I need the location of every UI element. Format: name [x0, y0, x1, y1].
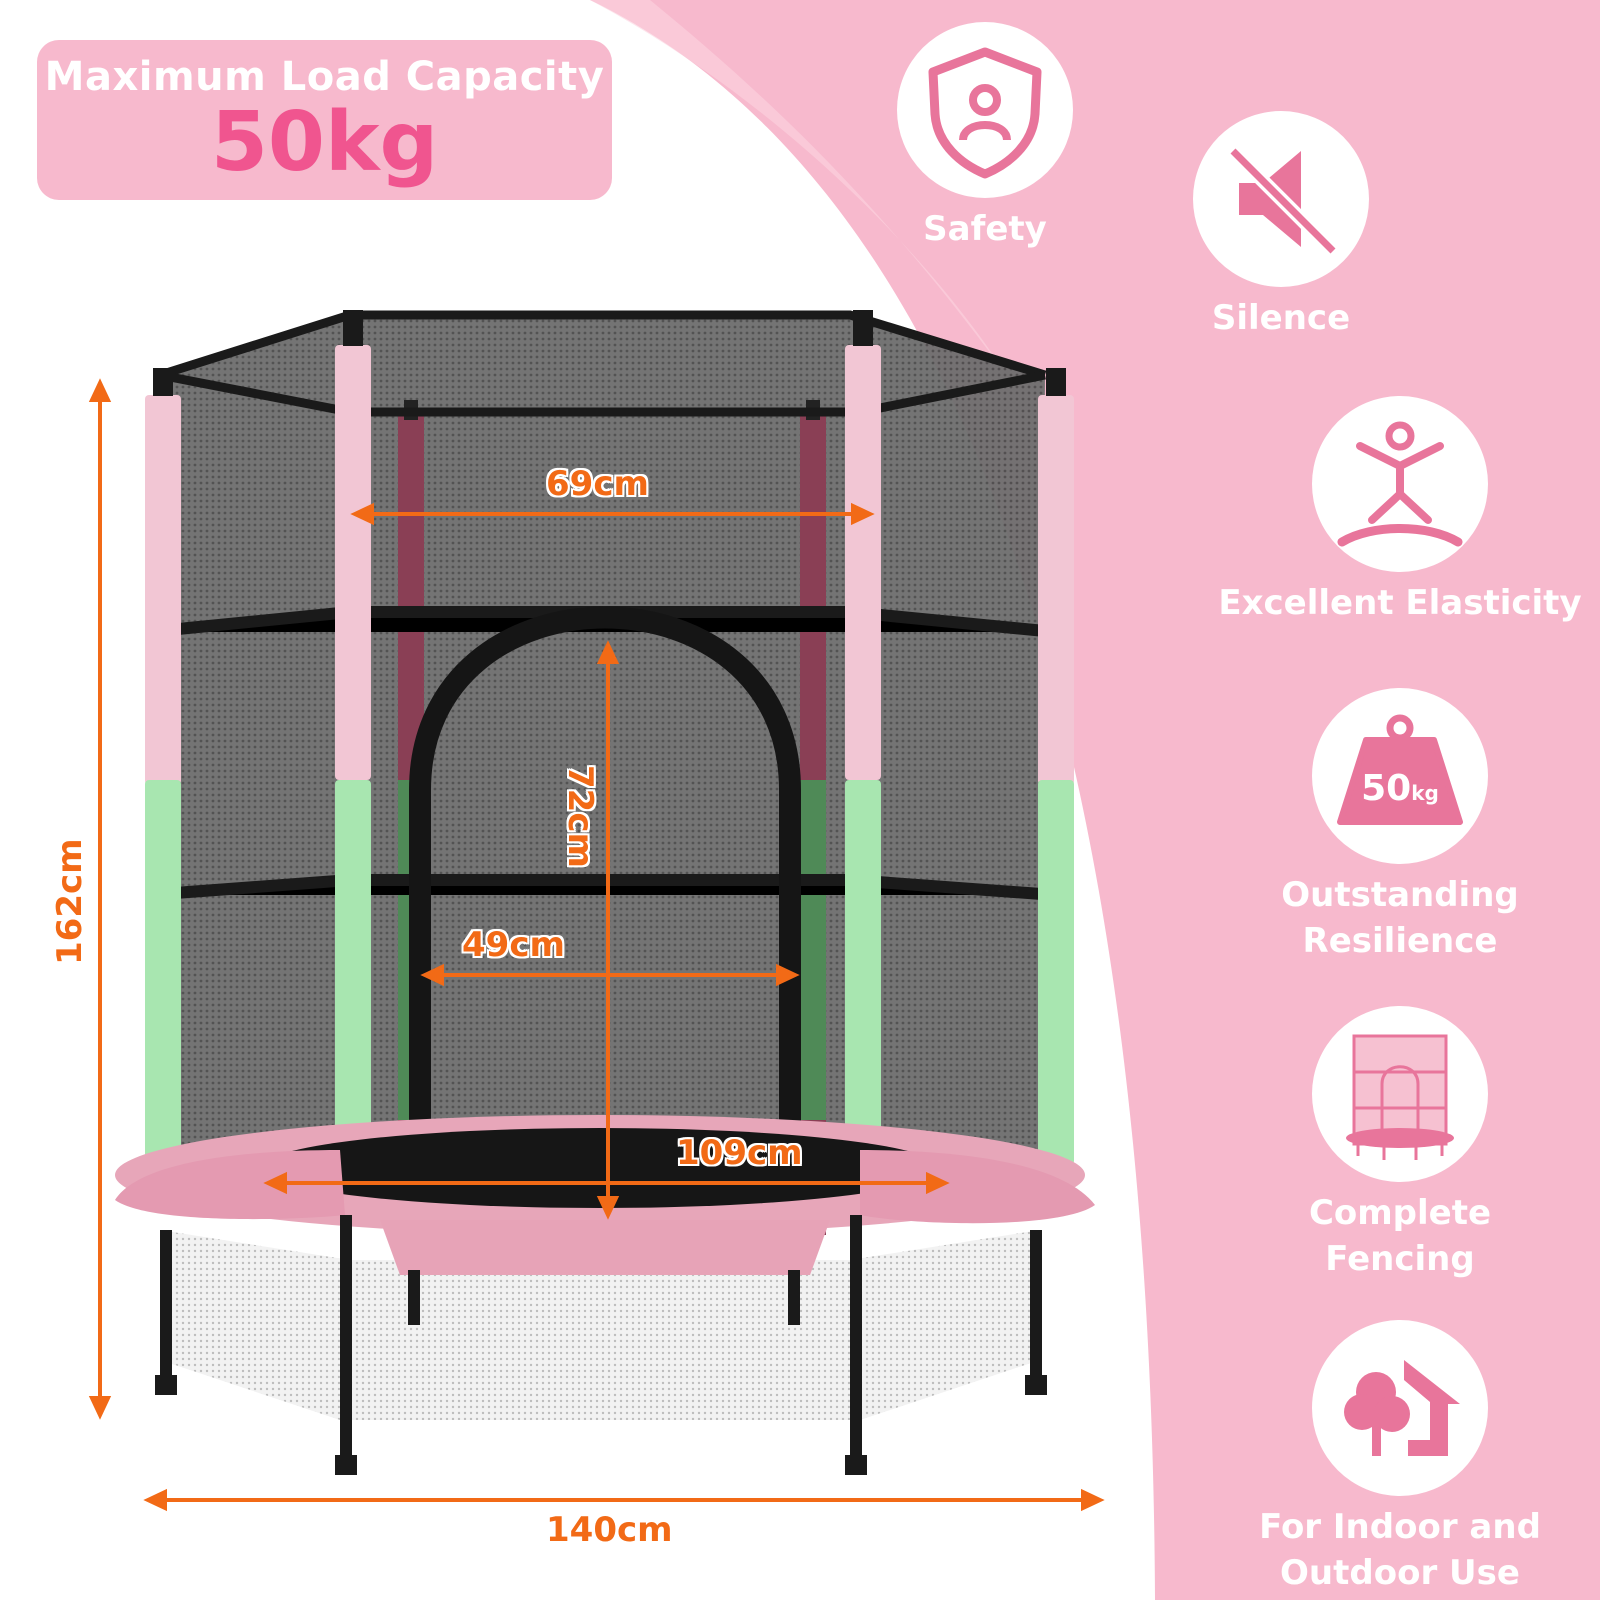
front-poles — [145, 310, 1074, 1215]
jumping-person-icon — [1337, 421, 1463, 547]
door-width-label: 49cm — [462, 925, 565, 965]
feature-safety-label: Safety — [923, 209, 1047, 249]
door-arch — [409, 606, 801, 1200]
feature-indoor-outdoor: For Indoor and Outdoor Use — [1200, 1320, 1600, 1596]
weight-icon-text: 50kg — [1312, 768, 1488, 809]
door-height-label: 72cm — [560, 765, 600, 868]
shield-user-icon — [928, 47, 1042, 179]
feature-safety-circle — [897, 22, 1073, 198]
feature-silence: Silence — [1081, 111, 1481, 341]
load-capacity-box: Maximum Load Capacity 50kg — [37, 40, 612, 200]
weight-icon-number: 50 — [1361, 768, 1412, 809]
feature-fencing-label: Complete Fencing — [1308, 1193, 1492, 1279]
feature-resilience-circle: 50kg — [1312, 688, 1488, 864]
feature-silence-label: Silence — [1211, 298, 1351, 338]
legs — [155, 1215, 1047, 1475]
feature-elasticity-label: Excellent Elasticity — [1218, 583, 1582, 623]
feature-fencing: Complete Fencing — [1200, 1006, 1600, 1282]
safety-net — [160, 315, 1045, 1205]
straps — [147, 606, 1056, 901]
feature-resilience: 50kg Outstanding Resilience — [1200, 688, 1600, 964]
top-frame — [158, 310, 1047, 417]
tree-house-icon — [1344, 1360, 1460, 1456]
feature-indoor-outdoor-label: For Indoor and Outdoor Use — [1259, 1507, 1541, 1593]
mat-diameter-label: 109cm — [676, 1133, 803, 1173]
weight-icon-unit: kg — [1411, 781, 1439, 805]
feature-elasticity: Excellent Elasticity — [1200, 396, 1600, 626]
trampoline-mat — [115, 1115, 1095, 1275]
dimension-lines — [88, 378, 1105, 1512]
load-capacity-title: Maximum Load Capacity — [44, 54, 605, 100]
feature-fencing-circle — [1312, 1006, 1488, 1182]
feature-elasticity-circle — [1312, 396, 1488, 572]
feature-indoor-outdoor-circle — [1312, 1320, 1488, 1496]
total-width-label: 140cm — [546, 1510, 673, 1550]
bottom-skirt — [160, 1230, 1040, 1420]
mute-speaker-icon — [1228, 146, 1338, 256]
feature-silence-circle — [1193, 111, 1369, 287]
weight-icon — [1337, 714, 1463, 825]
top-width-label: 69cm — [546, 464, 649, 504]
feature-safety: Safety — [785, 22, 1185, 252]
load-capacity-value: 50kg — [210, 95, 439, 190]
feature-resilience-label: Outstanding Resilience — [1281, 875, 1519, 961]
total-height-label: 162cm — [50, 838, 90, 965]
trampoline-fence-icon — [1346, 1034, 1454, 1160]
